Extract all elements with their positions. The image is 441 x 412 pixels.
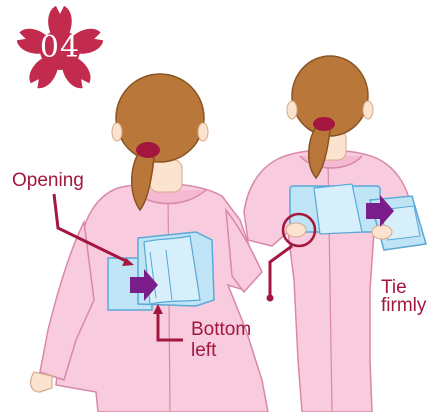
hair-left [116,74,204,162]
step-number: 04 [22,30,98,65]
callout-tie-circle [270,246,292,296]
label-bottom-left-line1: Bottom [191,320,251,339]
label-opening: Opening [12,171,84,190]
label-bottom-left-line2: left [191,341,216,360]
figure-right-back-view [244,56,426,412]
label-tie-firmly-line2: firmly [381,296,426,315]
figure-left-back-view [31,74,268,412]
